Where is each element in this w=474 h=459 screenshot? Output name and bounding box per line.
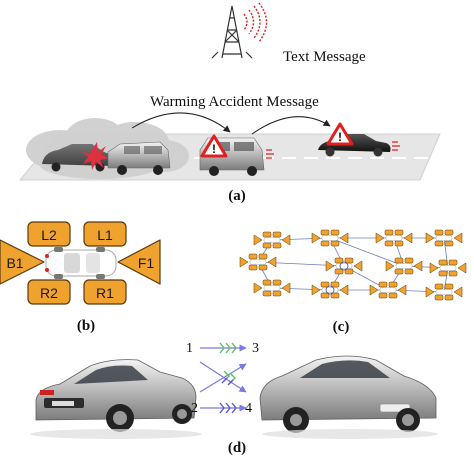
svg-text:R2: R2	[40, 285, 58, 301]
caption-c: (c)	[333, 319, 350, 335]
svg-text:B1: B1	[6, 255, 23, 271]
panel-d: 1 3 2 4 (d)	[30, 341, 438, 456]
network-vehicle-node	[253, 231, 291, 249]
network-vehicle-node	[311, 281, 349, 299]
warning-arrow-2	[251, 116, 331, 135]
caption-b: (b)	[77, 318, 95, 334]
svg-text:!: !	[212, 142, 216, 156]
caption-d: (d)	[228, 440, 246, 456]
network-vehicle-node	[239, 253, 277, 271]
zone-l1: L1	[83, 221, 127, 247]
network-vehicle-node	[385, 257, 423, 275]
warning-triangle-icon: !	[326, 122, 354, 146]
car-top-view-icon	[45, 247, 117, 279]
signal-chevrons-blue	[219, 377, 237, 414]
text-message-label: Text Message	[283, 49, 366, 65]
network-vehicles	[239, 229, 467, 301]
crash-burst-icon	[81, 142, 110, 170]
panel-c: (c)	[239, 229, 467, 335]
caption-a: (a)	[228, 188, 246, 204]
network-link	[443, 267, 449, 293]
warning-message-label: Warming Accident Message	[150, 94, 319, 110]
svg-text:F1: F1	[138, 255, 155, 271]
link-label-1: 1	[186, 341, 193, 356]
network-vehicle-node	[253, 279, 291, 297]
zone-l2: L2	[27, 221, 71, 247]
panel-a: Text Message Warming Accident Message	[18, 2, 441, 204]
arrow-icon	[199, 344, 247, 412]
network-vehicle-node	[375, 229, 413, 247]
svg-text:L2: L2	[41, 227, 57, 243]
link-label-3: 3	[252, 341, 259, 356]
signal-waves-icon	[243, 2, 268, 43]
link-label-2: 2	[191, 401, 198, 416]
network-vehicle-node	[429, 259, 467, 277]
sedan-car	[30, 359, 202, 439]
signal-chevrons-green	[219, 342, 237, 384]
svg-text:R1: R1	[96, 285, 114, 301]
zone-b1: B1	[0, 239, 45, 285]
warning-arrow-1	[131, 112, 231, 133]
tower-icon	[211, 5, 253, 59]
link-label-4: 4	[245, 401, 252, 416]
network-link	[329, 237, 405, 267]
crashed-car-right	[107, 141, 171, 175]
warning-triangle-icon: !	[200, 134, 228, 158]
network-vehicle-node	[369, 281, 407, 299]
network-link	[387, 289, 445, 293]
network-vehicle-node	[325, 257, 363, 275]
zone-r2: R2	[27, 279, 71, 305]
network-vehicle-node	[425, 283, 463, 301]
network-vehicle-node	[311, 229, 349, 247]
network-link	[443, 237, 449, 269]
panel-b: L2 L1 B1 F1 R2 R1	[0, 209, 474, 334]
zone-r1: R1	[83, 279, 127, 305]
sports-car	[318, 134, 400, 157]
network-link	[271, 237, 331, 241]
network-vehicle-node	[425, 229, 463, 247]
svg-text:!: !	[338, 130, 342, 144]
svg-text:L1: L1	[97, 227, 113, 243]
hatchback-car	[259, 355, 438, 439]
network-link	[271, 287, 331, 291]
zone-f1: F1	[117, 239, 161, 285]
